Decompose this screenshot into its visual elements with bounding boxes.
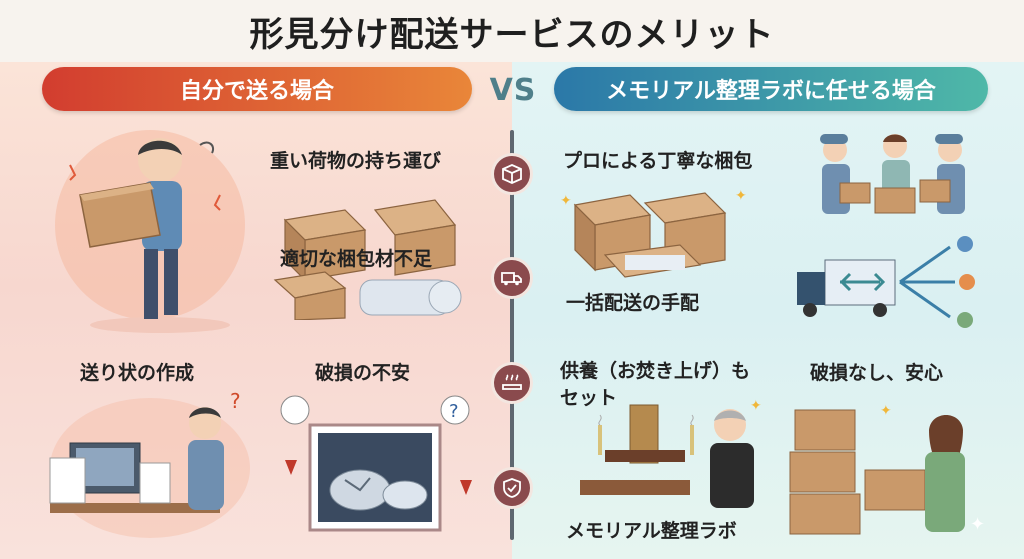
page-title: 形見分け配送サービスのメリット — [249, 14, 775, 55]
left-packing-label: 適切な梱包材不足 — [280, 248, 433, 270]
right-packing-label: プロによる丁寧な梱包 — [563, 150, 753, 172]
left-shipping-label: 送り状の作成 — [80, 362, 195, 384]
svg-text:✦: ✦ — [560, 193, 572, 209]
right-memorial-line1: 供養（お焚き上げ）も — [560, 360, 751, 382]
broken-dish-illustration: ? — [280, 395, 472, 532]
left-header: 自分で送る場合 — [42, 67, 472, 111]
safe-delivery-illustration: ✦ ✦ — [789, 403, 985, 535]
svg-text:✦: ✦ — [880, 403, 892, 419]
box-icon — [491, 153, 533, 195]
right-delivery-label: 一括配送の手配 — [566, 292, 700, 314]
truck-distribution-illustration — [797, 236, 975, 328]
right-safe-label: 破損なし、安心 — [810, 362, 944, 384]
center-divider — [510, 130, 514, 540]
pro-packing-illustration: ✦ ✦ — [560, 188, 747, 278]
incense-icon — [491, 362, 533, 404]
svg-text:?: ? — [449, 401, 459, 422]
vs-label: VS — [489, 72, 537, 108]
truck-icon — [491, 257, 533, 299]
paperwork-person-illustration: ? — [49, 389, 250, 538]
svg-text:✦: ✦ — [750, 398, 762, 414]
altar-monk-illustration: ✦ — [580, 398, 762, 508]
left-heavy-label: 重い荷物の持ち運び — [270, 150, 442, 172]
right-brand-label: メモリアル整理ラボ — [566, 520, 737, 542]
svg-text:✦: ✦ — [735, 188, 747, 204]
boxes-packing-illustration — [273, 199, 462, 320]
left-damage-label: 破損の不安 — [315, 362, 411, 384]
workers-illustration — [820, 134, 965, 214]
right-header: メモリアル整理ラボに任せる場合 — [554, 67, 988, 111]
svg-text:?: ? — [230, 389, 241, 413]
right-memorial-line2: セット — [560, 387, 618, 409]
shield-check-icon — [491, 467, 533, 509]
svg-text:✦: ✦ — [970, 514, 985, 535]
struggling-person-illustration — [55, 130, 245, 333]
